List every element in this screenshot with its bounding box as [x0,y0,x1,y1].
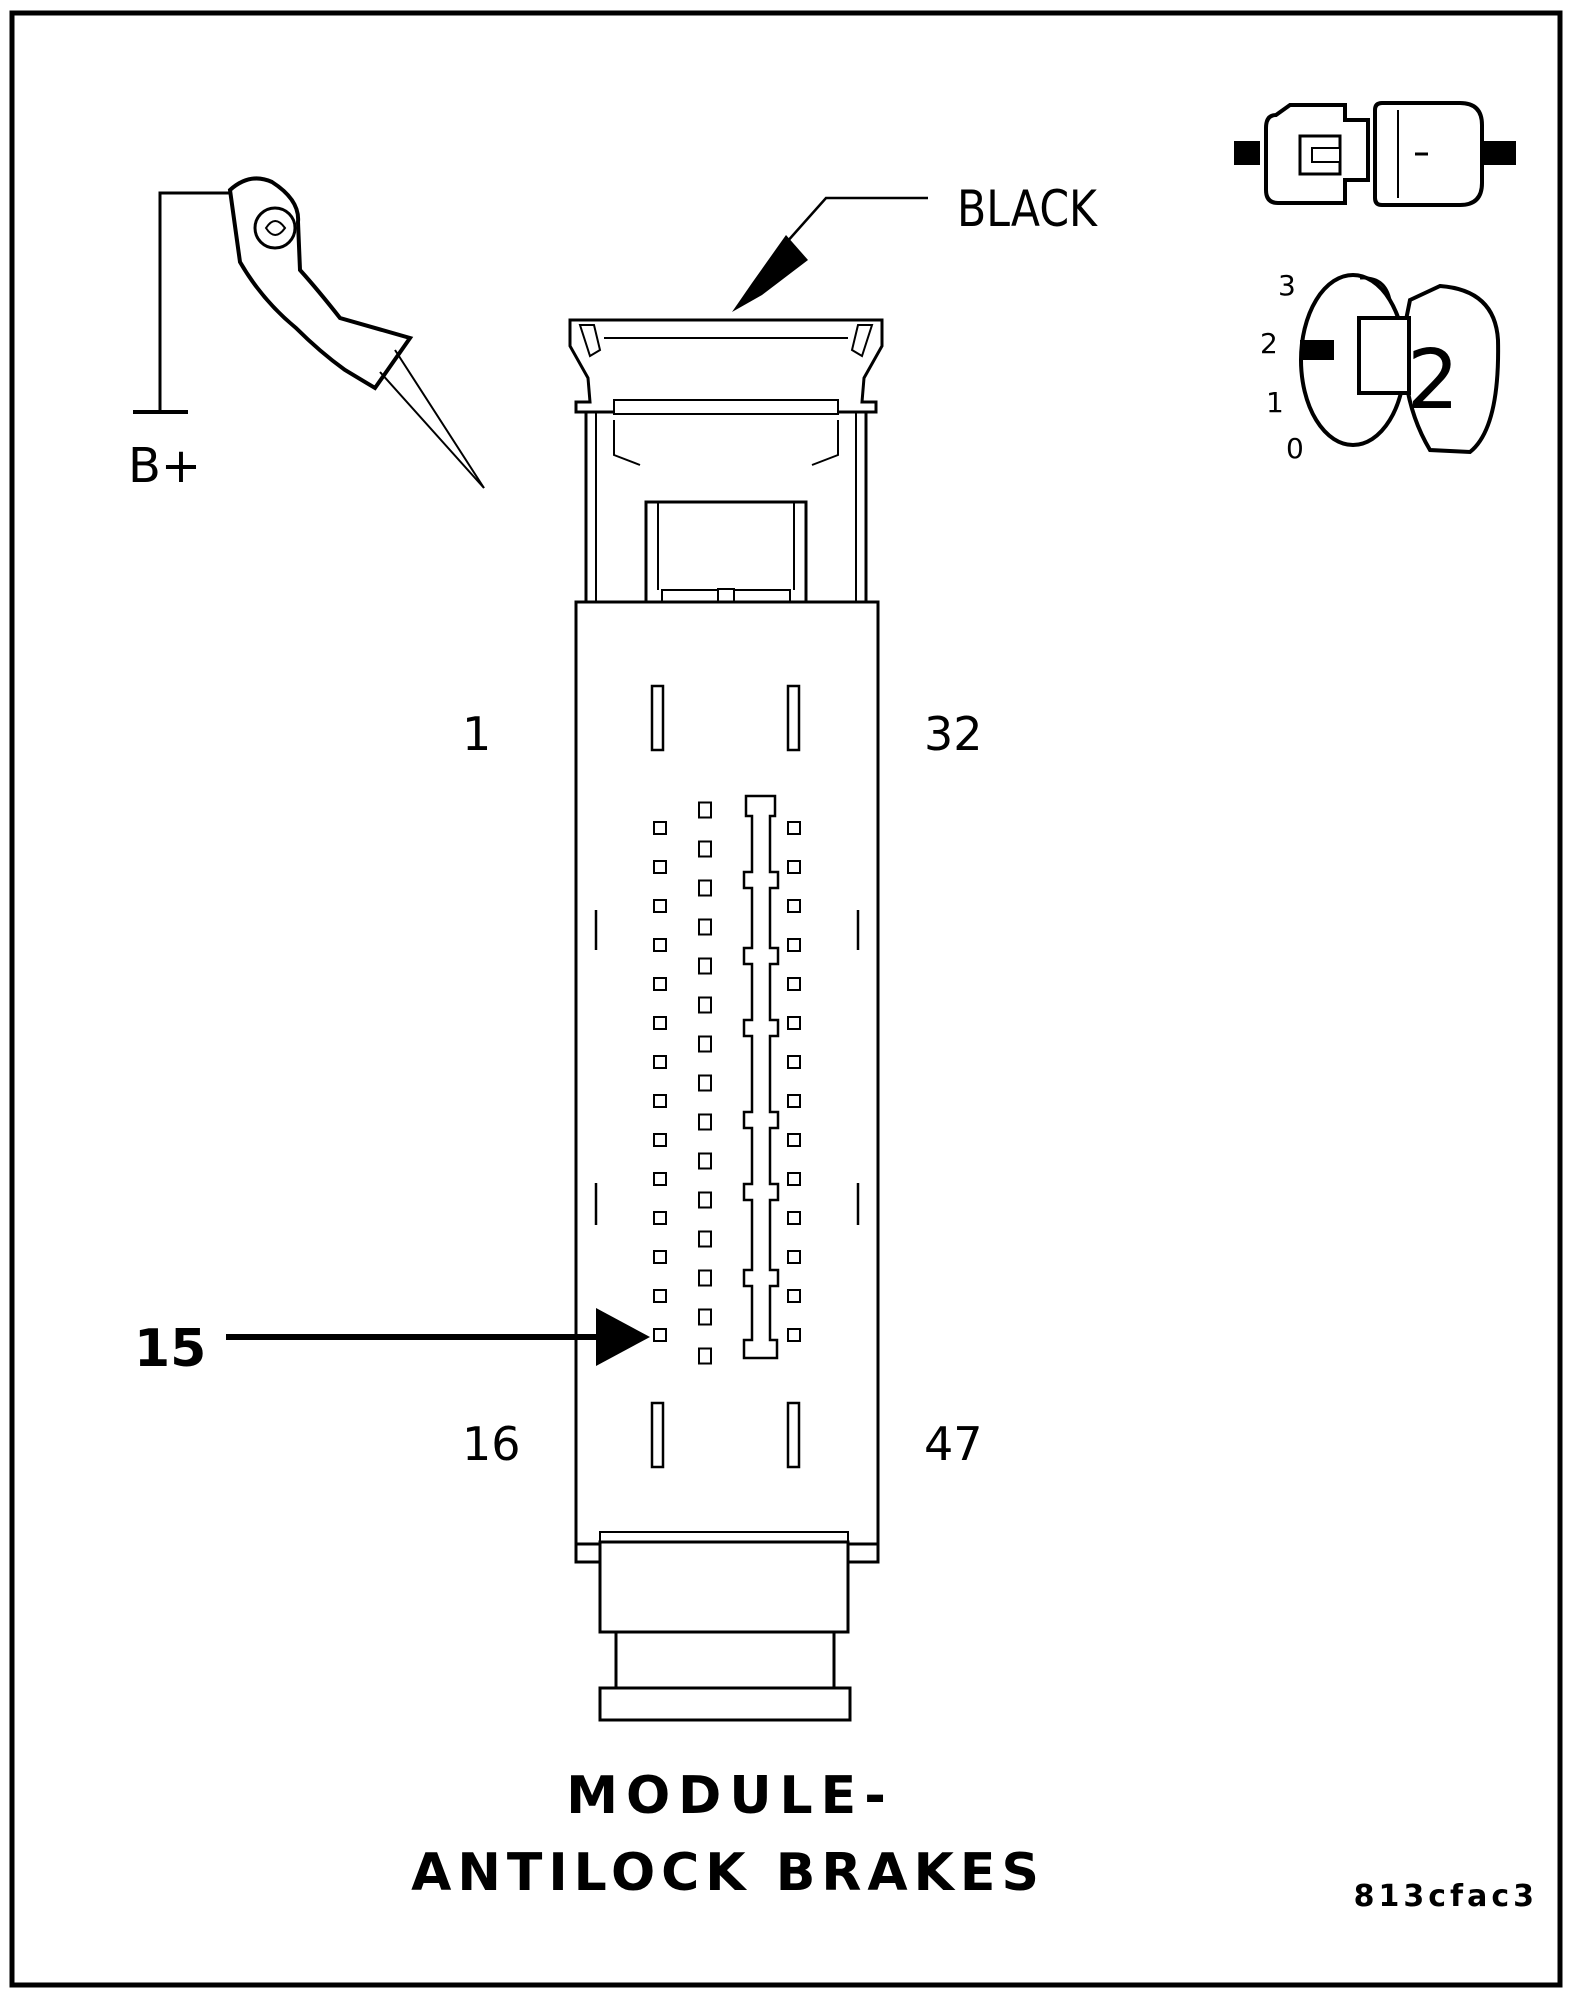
pin-cavity [787,1133,801,1147]
pin-cavity [653,1133,667,1147]
pin-cavity [698,918,712,936]
pin-cavity [653,1328,667,1342]
pin-cavity [698,801,712,819]
ignition-switch-icon [1299,273,1501,455]
pin-cavity [698,1035,712,1053]
pin-cavity [653,1172,667,1186]
pin-cavity [698,1152,712,1170]
connector-pin-grid [653,801,801,1365]
pin-cavity [653,1289,667,1303]
pin-cavity [787,1289,801,1303]
pin-cavity [653,1055,667,1069]
pin-cavity [653,899,667,913]
pin-cavity [653,938,667,952]
pin-cavity [653,1016,667,1030]
pin-cavity [787,860,801,874]
pin-cavity [698,1347,712,1365]
pin-label-16: 16 [462,1417,521,1471]
pin-cavity [653,977,667,991]
pin-cavity [787,1328,801,1342]
pin-cavity [698,957,712,975]
pin-15-callout-arrow [226,1308,650,1366]
pin-cavity [787,1016,801,1030]
pin-cavity [653,1094,667,1108]
pin-cavity [787,977,801,991]
pin-cavity [653,1250,667,1264]
callout-pin-number: 15 [134,1319,206,1379]
ignition-position-0: 0 [1286,432,1304,465]
pin-label-32: 32 [924,707,983,761]
wire-color-label: BLACK [957,180,1098,238]
pin-cavity [787,1055,801,1069]
pin-cavity [698,996,712,1014]
pin-cavity [698,1074,712,1092]
wire-color-pointer [732,196,928,312]
supply-label: B+ [128,438,201,494]
pin-cavity [787,1094,801,1108]
module-title-line1: MODULE- [566,1766,894,1826]
pin-cavity [698,1308,712,1326]
pin-cavity [787,899,801,913]
pin-cavity [698,840,712,858]
ignition-position-1: 1 [1266,386,1284,419]
pin-cavity [653,821,667,835]
pin-cavity [787,821,801,835]
pin-cavity [698,1269,712,1287]
pin-cavity [787,1172,801,1186]
ignition-position-2: 2 [1260,327,1278,360]
pin-cavity [787,938,801,952]
pin-cavity [698,1230,712,1248]
pin-cavity [698,1191,712,1209]
pin-cavity [698,1113,712,1131]
figure-code: 813cfac3 [1354,1879,1538,1914]
ignition-position-3: 3 [1278,269,1296,302]
pin-cavity [653,860,667,874]
module-title-line2: ANTILOCK BRAKES [411,1843,1045,1903]
pin-cavity [653,1211,667,1225]
pin-label-1: 1 [462,707,491,761]
connector-disconnect-icon [1234,101,1516,207]
pin-cavity [698,879,712,897]
pin-label-47: 47 [924,1417,983,1471]
ignition-key-number: 2 [1407,333,1459,428]
pin-cavity [787,1250,801,1264]
pin-cavity [787,1211,801,1225]
test-probe-icon [133,176,485,489]
antilock-brake-module-connector [568,318,884,1722]
